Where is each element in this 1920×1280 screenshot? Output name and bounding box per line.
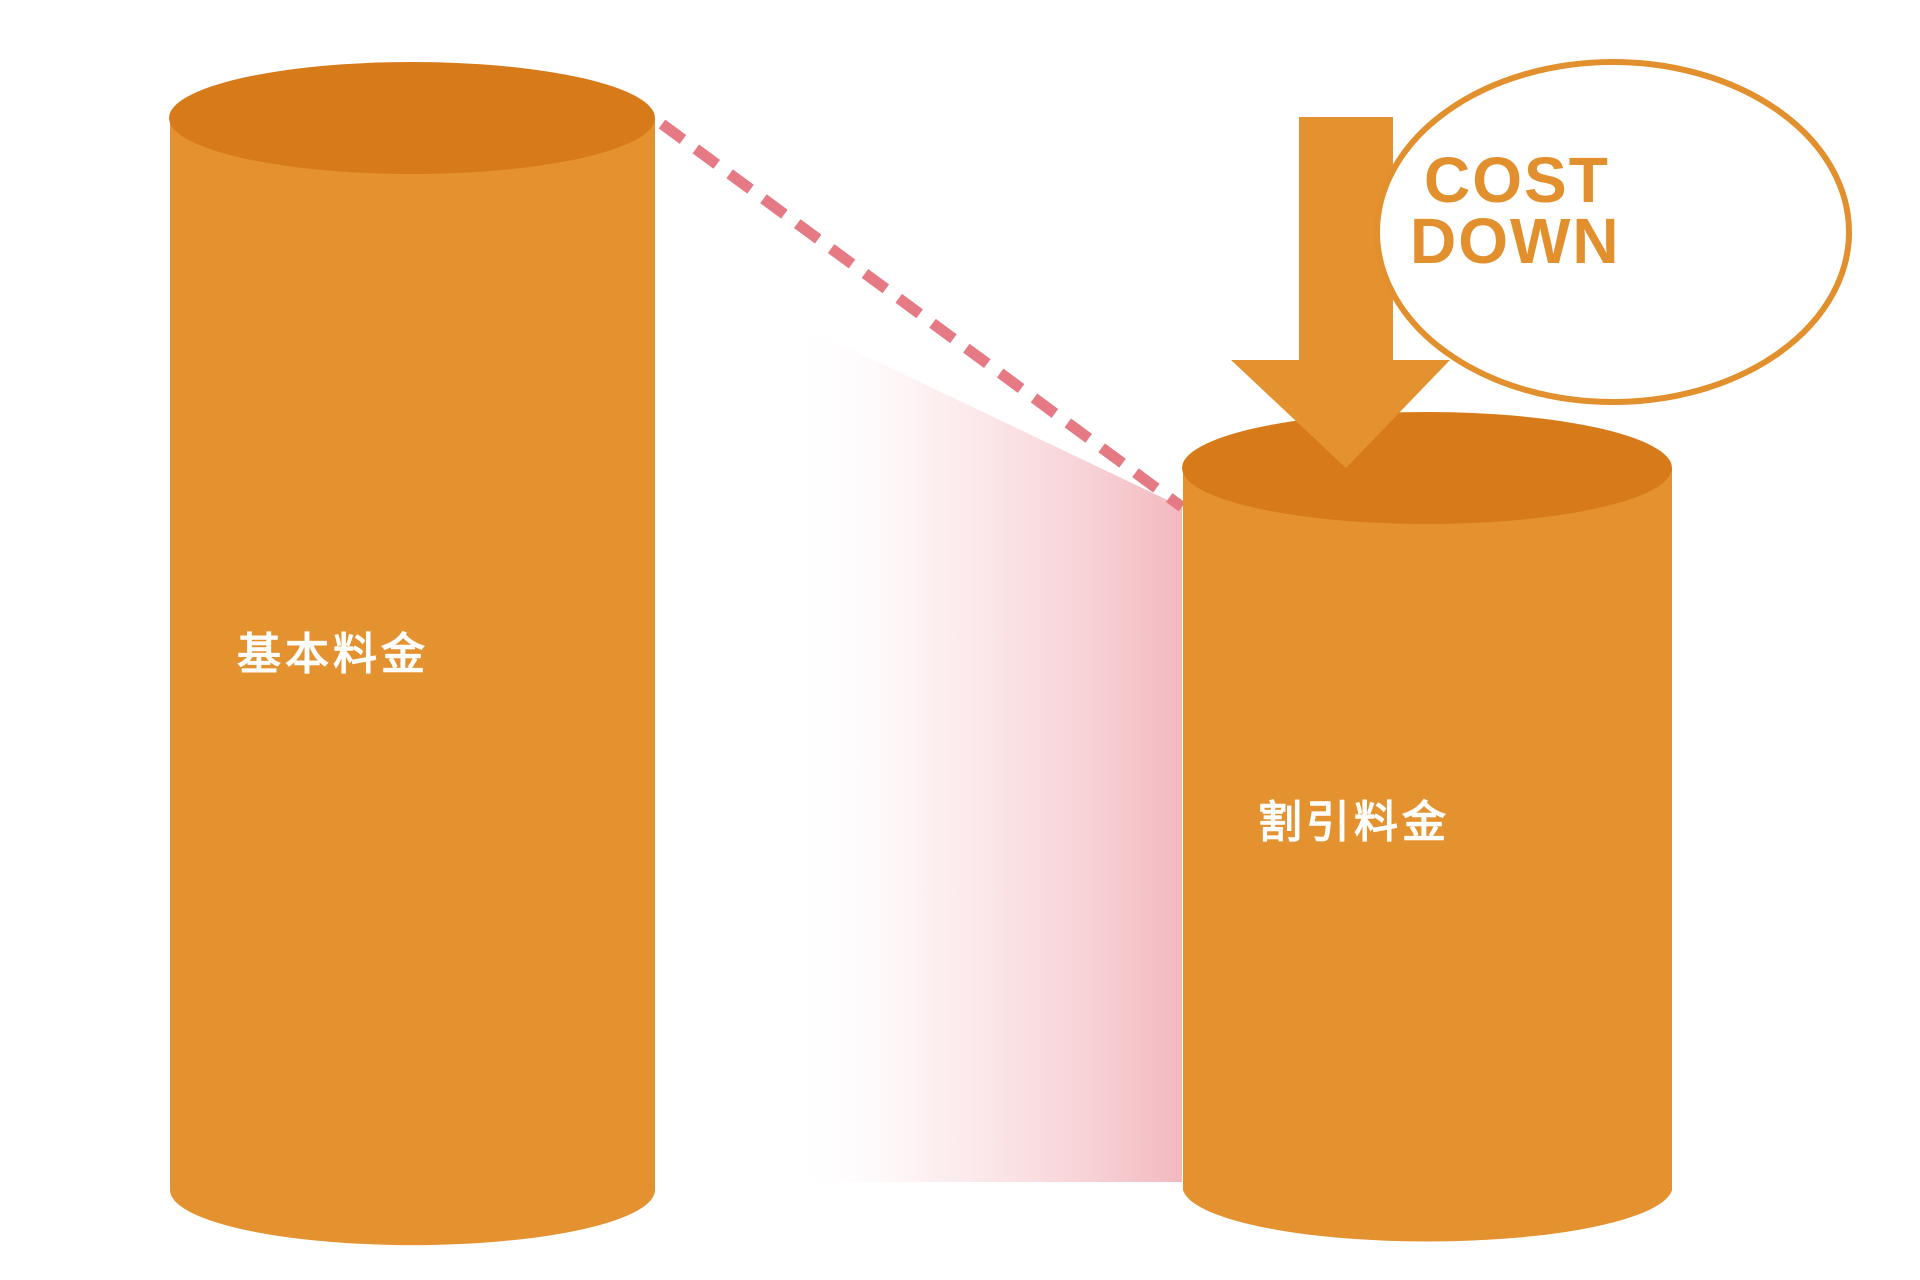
reduction-shade	[790, 320, 1182, 1182]
discount-fee-label: 割引料金	[1258, 797, 1450, 848]
cost-down-text: COST DOWN	[1410, 144, 1621, 277]
discount-fee-cylinder	[1182, 412, 1672, 1242]
base-fee-cylinder	[169, 62, 655, 1246]
dashed-connector-line	[658, 119, 1186, 512]
cost-text-line1: COST	[1424, 144, 1610, 216]
base-fee-label: 基本料金	[237, 629, 429, 680]
cost-text-line2: DOWN	[1410, 204, 1621, 277]
down-arrow-icon	[1231, 117, 1450, 468]
cost-down-badge	[1374, 59, 1852, 405]
